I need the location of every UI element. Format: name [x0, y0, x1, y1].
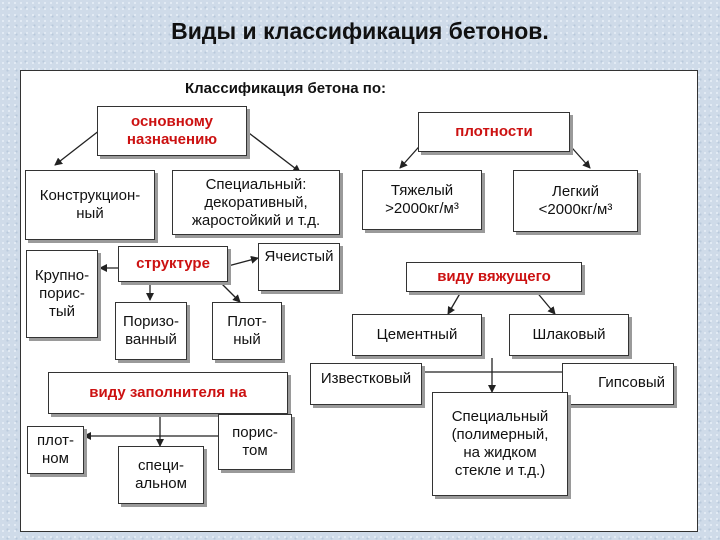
node-lime: Известковый [310, 363, 422, 405]
node-porous-struct: Поризо- ванный [115, 302, 187, 360]
arrow-structure-cellular [227, 255, 259, 267]
node-porous-agg: порис- том [218, 414, 292, 470]
arrow-purpose-structural [54, 129, 101, 166]
node-structure: структуре [118, 246, 228, 282]
node-light: Легкий <2000кг/м³ [513, 170, 638, 232]
node-aggregate: виду заполнителя на [48, 372, 288, 414]
arrow-structure-dense [219, 281, 241, 303]
arrow-binder-slag [534, 289, 556, 315]
node-coarse-porous: Крупно- порис- тый [26, 250, 98, 338]
node-gypsum: Гипсовый [562, 363, 674, 405]
node-heavy: Тяжелый >2000кг/м³ [362, 170, 482, 230]
node-purpose: основному назначению [97, 106, 247, 156]
node-dense-agg: плот- ном [27, 426, 84, 474]
node-binder: виду вяжущего [406, 262, 582, 292]
node-structural: Конструкцион- ный [25, 170, 155, 240]
node-special-binder: Специальный (полимерный, на жидком стекл… [432, 392, 568, 496]
arrow-purpose-special [244, 129, 301, 173]
node-dense: Плот- ный [212, 302, 282, 360]
diagram-subtitle: Классификация бетона по: [185, 80, 386, 97]
node-cement: Цементный [352, 314, 482, 356]
node-density: плотности [418, 112, 570, 152]
node-special-agg: специ- альном [118, 446, 204, 504]
node-special-purpose: Специальный: декоративный, жаростойкий и… [172, 170, 340, 235]
page-title: Виды и классификация бетонов. [171, 18, 549, 44]
node-slag: Шлаковый [509, 314, 629, 356]
arrow-binder-cement [447, 289, 463, 315]
node-cellular: Ячеистый [258, 243, 340, 291]
